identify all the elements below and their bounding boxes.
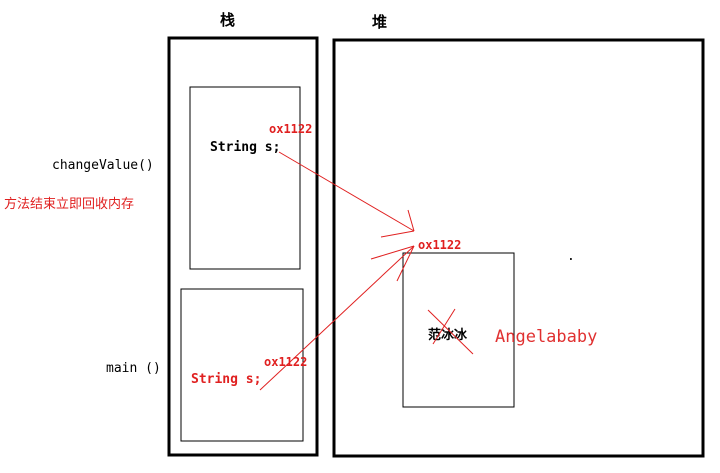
- address-bottom: ox1122: [264, 355, 307, 369]
- stack-title: 栈: [220, 11, 235, 29]
- main-label: main (): [106, 361, 161, 376]
- arrow-top-head-b: [380, 230, 415, 238]
- string-s-top: String s;: [210, 140, 280, 155]
- stack-box: [167, 36, 319, 457]
- arrow-bottom-head-b: [396, 245, 415, 282]
- address-top: ox1122: [269, 122, 312, 136]
- cross-out-line-b: [432, 308, 456, 345]
- arrow-top-head-a: [407, 209, 415, 232]
- heap-title: 堆: [372, 13, 387, 31]
- new-value: Angelababy: [495, 327, 597, 347]
- address-heap: ox1122: [418, 238, 461, 252]
- arrow-top-line: [278, 151, 415, 232]
- change-value-label: changeValue(): [52, 158, 154, 173]
- heap-object-box: [402, 252, 515, 408]
- cross-out-line-a: [427, 309, 474, 355]
- string-s-bottom: String s;: [191, 372, 261, 387]
- arrow-bottom-line: [259, 245, 415, 391]
- change-value-frame: [189, 86, 301, 270]
- heap-box: [332, 38, 705, 458]
- arrow-bottom-head-a: [370, 245, 415, 260]
- main-frame: [180, 288, 304, 442]
- stray-dot: .: [567, 249, 575, 264]
- method-end-note: 方法结束立即回收内存: [4, 196, 134, 212]
